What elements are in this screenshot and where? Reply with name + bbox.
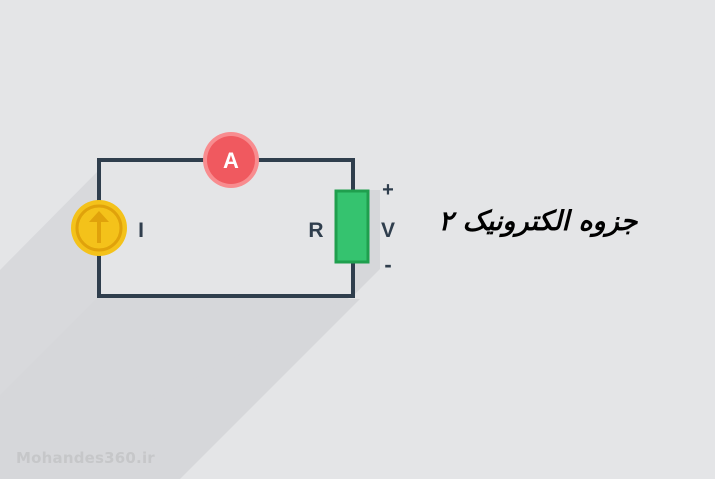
up-arrow-icon: [89, 211, 109, 243]
voltage-label: V: [381, 219, 395, 242]
watermark: Mohandes360.ir: [16, 449, 155, 467]
resistor-label: R: [308, 219, 323, 242]
plus-label: +: [382, 179, 394, 201]
flat-shadow: [0, 296, 353, 479]
current-label: I: [138, 219, 144, 242]
page-title: جزوه الکترونیک ۲: [438, 206, 638, 237]
minus-label: -: [384, 252, 391, 277]
ammeter: [207, 136, 255, 184]
ammeter-label: A: [223, 148, 239, 173]
resistor: [334, 189, 370, 264]
